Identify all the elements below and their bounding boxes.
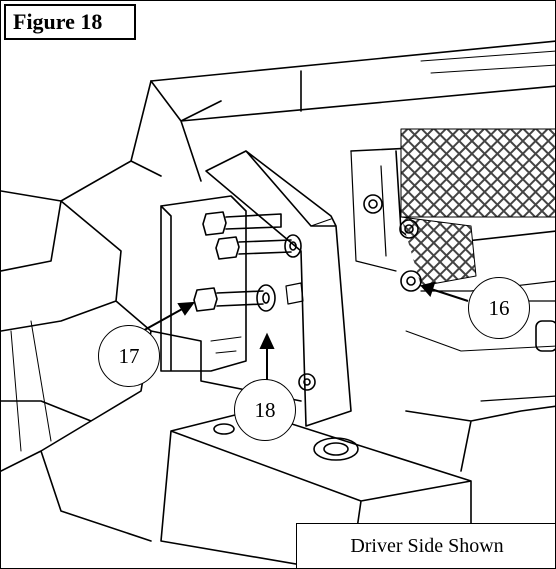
bolt-upper <box>202 211 282 236</box>
bracket-arm <box>205 150 352 427</box>
leader-16 <box>430 288 469 302</box>
callout-18: 18 <box>234 379 296 441</box>
callout-16: 16 <box>468 277 530 339</box>
mounting-plate <box>160 195 247 372</box>
figure-label: Figure 18 <box>4 4 136 40</box>
grille-nuts <box>363 194 422 292</box>
bolt-middle <box>215 234 302 260</box>
callout-17: 17 <box>98 325 160 387</box>
leader-17 <box>138 307 185 334</box>
bumper-top-panel <box>150 40 555 182</box>
left-wing <box>1 190 152 542</box>
grille-mesh <box>400 128 555 218</box>
hitch-housing <box>160 410 472 568</box>
bolt-lower <box>193 284 276 312</box>
caption-driver-side: Driver Side Shown <box>296 523 555 568</box>
